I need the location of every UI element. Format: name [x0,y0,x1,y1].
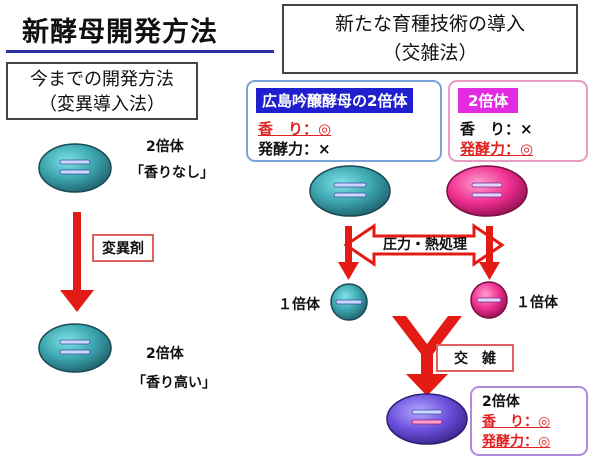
result-ploidy-label: 2倍体 [482,394,520,410]
hiroshima-aroma: 香 り：◎ [258,119,440,139]
hybrid-result-panel: 2倍体 香 り：◎ 発酵力：◎ [470,386,588,456]
result-aroma-value: ◎ [538,414,551,430]
diploid-aroma-key: 香 り： [460,120,521,138]
hiroshima-yeast-label: 広島吟醸酵母の2倍体 [256,88,414,113]
diploid-yeast-label: 2倍体 [458,88,519,113]
hybridization-label: 交 雑 [436,344,514,372]
diploid-ferm-value: ◎ [520,140,534,158]
result-ferm-key: 発酵力： [482,434,538,450]
hiroshima-yeast-panel: 広島吟醸酵母の2倍体 香 り：◎ 発酵力：× [246,80,442,162]
before-ploidy-label: 2倍体 [146,139,184,155]
after-ploidy-label: 2倍体 [146,346,184,362]
before-aroma-label: 「香りなし」 [130,165,214,181]
cell-other-diploid [446,165,528,217]
new-method-line2: （交雑法） [382,42,478,64]
diploid-fermentation: 発酵力：◎ [460,139,586,159]
haploid-right-label: １倍体 [516,295,558,311]
mutation-arrow [60,212,94,312]
mutagen-label: 変異剤 [92,234,154,262]
after-aroma-label: 「香り高い」 [132,375,216,391]
diploid-aroma: 香 り：× [460,119,586,139]
diploid-ferm-key: 発酵力： [460,140,521,158]
result-ferm-value: ◎ [538,434,551,450]
arrow-to-haploid-right [479,226,500,280]
page-title: 新酵母開発方法 [22,17,218,48]
new-method-box: 新たな育種技術の導入 （交雑法） [282,4,578,74]
cell-hiroshima-diploid [309,165,391,217]
diploid-yeast-panel: 2倍体 香 り：× 発酵力：◎ [448,80,588,162]
cross-merge-arrow [392,316,462,396]
diploid-aroma-value: × [520,120,533,138]
old-method-box: 今までの開発方法 （変異導入法） [6,62,198,120]
cell-before-mutation [38,143,112,193]
haploid-left-label: １倍体 [278,297,320,313]
cell-hybrid-diploid [386,393,468,445]
result-aroma-key: 香 り： [482,414,538,430]
old-method-line1: 今までの開発方法 [30,69,174,90]
result-aroma: 香 り：◎ [482,412,586,432]
hiroshima-ferm-value: × [318,140,331,158]
new-method-line1: 新たな育種技術の導入 [334,13,525,35]
hiroshima-aroma-value: ◎ [318,120,332,138]
hiroshima-ferm-key: 発酵力： [258,140,319,158]
result-fermentation: 発酵力：◎ [482,432,586,452]
process-double-arrow [343,223,505,267]
old-method-line2: （変異導入法） [39,94,165,115]
cell-haploid-left [330,283,368,321]
pressure-heat-label: 圧力・熱処理 [383,237,467,253]
hiroshima-fermentation: 発酵力：× [258,139,440,159]
hiroshima-aroma-key: 香 り： [258,120,319,138]
cell-haploid-right [470,281,508,319]
arrow-to-haploid-left [338,226,359,280]
cell-after-mutation [38,323,112,373]
title-underline [6,50,274,53]
